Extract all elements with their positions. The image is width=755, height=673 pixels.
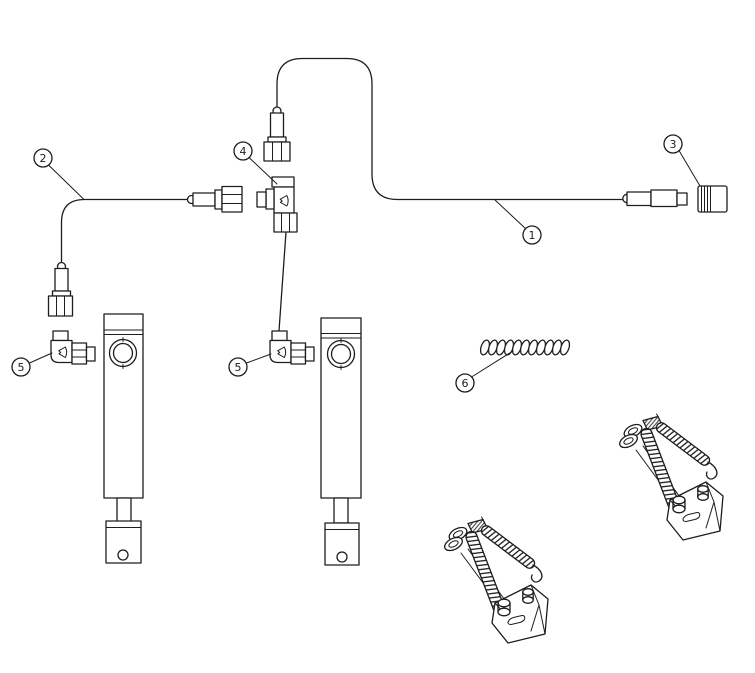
callout-5-left: 5 bbox=[11, 352, 53, 377]
callout-circle bbox=[233, 141, 253, 161]
callout-number: 2 bbox=[40, 152, 47, 165]
callout-number: 1 bbox=[529, 229, 536, 242]
callout-number: 5 bbox=[235, 361, 242, 374]
hose-1-path bbox=[276, 57, 624, 201]
leader-line bbox=[494, 199, 527, 230]
callout-1: 1 bbox=[494, 199, 542, 245]
callout-circle bbox=[522, 225, 542, 245]
hex-facets bbox=[56, 295, 65, 317]
cap-body bbox=[697, 185, 728, 213]
callout-2: 2 bbox=[33, 148, 85, 200]
fitting-sleeve bbox=[650, 189, 678, 208]
tee-body bbox=[273, 186, 295, 214]
hose-1-end-fitting bbox=[622, 189, 688, 208]
fitting-body bbox=[626, 191, 652, 207]
fitting-body bbox=[192, 192, 216, 207]
cap-ribs bbox=[701, 186, 711, 212]
short-hose bbox=[60, 198, 190, 265]
long-hose bbox=[276, 57, 624, 201]
port-hole bbox=[112, 342, 134, 364]
piston-rod bbox=[333, 497, 349, 524]
leader-line bbox=[47, 164, 85, 200]
callout-circle bbox=[11, 357, 31, 377]
port-hole bbox=[330, 343, 352, 365]
fitting-tip bbox=[676, 192, 688, 206]
callout-3: 3 bbox=[663, 134, 701, 187]
spring-assembly-left bbox=[441, 516, 549, 644]
cap-fitting bbox=[697, 185, 728, 213]
fitting-collar bbox=[214, 189, 223, 210]
tube-path bbox=[278, 231, 287, 332]
coil-spring bbox=[479, 339, 571, 356]
clevis-hole bbox=[117, 549, 129, 561]
fitting-body bbox=[54, 267, 69, 292]
leader-line bbox=[248, 157, 278, 185]
callout-4: 4 bbox=[233, 141, 278, 185]
callout-circle bbox=[663, 134, 683, 154]
hex-nut bbox=[221, 185, 243, 213]
tee-side-flange bbox=[256, 191, 267, 208]
callout-circle bbox=[455, 373, 475, 393]
callout-5-right: 5 bbox=[228, 353, 272, 377]
straight-fitting-top bbox=[263, 106, 291, 162]
clevis-hole bbox=[336, 551, 348, 563]
callout-number: 5 bbox=[18, 361, 25, 374]
leader-line bbox=[471, 350, 514, 378]
callout-circle bbox=[228, 357, 248, 377]
callout-number: 3 bbox=[670, 138, 677, 151]
cylinder-right bbox=[320, 317, 362, 566]
hex-nut bbox=[47, 295, 74, 317]
hex-facets bbox=[221, 194, 243, 204]
leader-line bbox=[246, 353, 272, 364]
leader-line bbox=[29, 352, 53, 364]
piston-rod bbox=[116, 497, 132, 524]
callout-6: 6 bbox=[455, 350, 514, 393]
callout-number: 6 bbox=[462, 377, 469, 390]
spring-assembly-right bbox=[616, 413, 724, 541]
elbow-fitting-right bbox=[270, 331, 314, 364]
fitting-collar bbox=[267, 136, 287, 143]
tee-side-port bbox=[265, 188, 275, 210]
hose-2-path bbox=[60, 198, 190, 265]
leader-line bbox=[678, 150, 701, 187]
tee-fitting bbox=[256, 176, 298, 233]
cylinder-cap-lines bbox=[103, 329, 144, 335]
tee-to-elbow-tube bbox=[278, 231, 287, 332]
fitting-body bbox=[269, 112, 285, 138]
hex-facets bbox=[272, 141, 282, 162]
hex-nut bbox=[263, 141, 291, 162]
callout-circle bbox=[33, 148, 53, 168]
hose-2-right-fitting bbox=[186, 185, 243, 213]
cylinder-left bbox=[103, 313, 144, 564]
fitting-collar bbox=[51, 290, 72, 297]
callout-number: 4 bbox=[240, 145, 247, 158]
elbow-fitting-left bbox=[51, 331, 95, 364]
hose-2-lower-fitting bbox=[47, 261, 74, 317]
hex-facets bbox=[281, 212, 290, 233]
hex-nut bbox=[273, 212, 298, 233]
